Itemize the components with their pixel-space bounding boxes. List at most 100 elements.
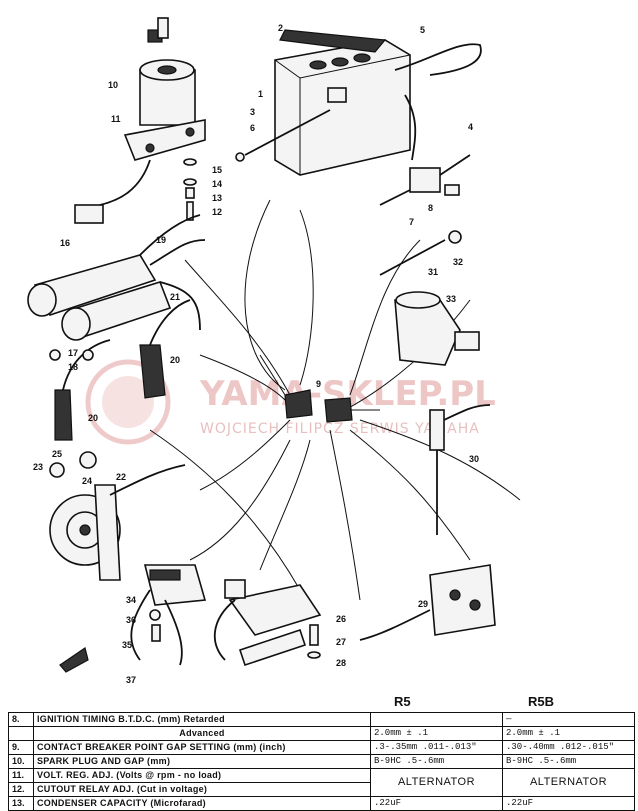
callout-20-lower: 20 — [88, 413, 98, 423]
row-number: 12. — [8, 782, 34, 797]
guide-lines — [149, 199, 521, 601]
callout-27: 27 — [336, 637, 346, 647]
callout-4: 4 — [468, 122, 473, 132]
row-r5: 2.0mm ± .1 — [370, 726, 503, 741]
part-32-icon — [448, 230, 462, 244]
row-r5: .3-.35mm .011-.013" — [370, 740, 503, 755]
callout-17: 17 — [68, 348, 78, 358]
ignition-harness — [99, 159, 151, 206]
callout-36: 36 — [126, 615, 136, 625]
spec-table-header: R5 R5B — [8, 688, 630, 712]
table-row: 13. CONDENSER CAPACITY (Microfarad) .22u… — [8, 796, 635, 811]
electrical-parts-diagram: YAMA-SKLEP.PL WOJCIECH FILIPCZ SERWIS YA… — [27, 17, 521, 685]
callout-29: 29 — [418, 599, 428, 609]
row-item: CUTOUT RELAY ADJ. (Cut in voltage) — [33, 782, 371, 797]
row-number: 8. — [8, 712, 34, 727]
battery-cable-4 — [404, 94, 417, 161]
callout-23: 23 — [33, 462, 43, 472]
table-row: 11. VOLT. REG. ADJ. (Volts @ rpm - no lo… — [8, 768, 635, 797]
callout-19: 19 — [156, 235, 166, 245]
row-r5b: .22uF — [502, 796, 635, 811]
battery — [274, 29, 411, 176]
row-item: CONTACT BREAKER POINT GAP SETTING (mm) (… — [33, 740, 371, 755]
horn-leads — [109, 464, 186, 496]
table-row: 12. CUTOUT RELAY ADJ. (Cut in voltage) — [8, 782, 635, 797]
watermark-subtitle: WOJCIECH FILIPCZ SERWIS YAMAHA — [200, 421, 480, 437]
table-row: 10. SPARK PLUG AND GAP (mm) B-9HC .5-.6m… — [8, 754, 635, 769]
rectifier-leads — [213, 599, 236, 661]
callout-9: 9 — [316, 379, 321, 389]
column-r5: R5 — [394, 694, 411, 709]
row-item: Advanced — [33, 726, 371, 741]
rectifier-unit — [224, 579, 322, 667]
nut-icon — [82, 349, 94, 361]
part-29-leads — [359, 609, 431, 641]
callout-31: 31 — [428, 267, 438, 277]
callout-12: 12 — [212, 207, 222, 217]
row-number: 13. — [8, 796, 34, 811]
callout-35: 35 — [122, 640, 132, 650]
column-r5b: R5B — [528, 694, 555, 709]
callout-18: 18 — [68, 362, 78, 372]
table-row: 8. IGNITION TIMING B.T.D.C. (mm) Retarde… — [8, 712, 635, 727]
callout-2: 2 — [278, 23, 283, 33]
callout-5: 5 — [420, 25, 425, 35]
ignition-connector — [74, 204, 104, 224]
callout-8: 8 — [428, 203, 433, 213]
part-33 — [394, 291, 480, 366]
row-r5b: — — [502, 712, 635, 727]
callout-13: 13 — [212, 193, 222, 203]
callout-30: 30 — [469, 454, 479, 464]
callout-33: 33 — [446, 294, 456, 304]
callout-37: 37 — [126, 675, 136, 685]
row-number: 9. — [8, 740, 34, 755]
callout-25: 25 — [52, 449, 62, 459]
callout-1: 1 — [258, 89, 263, 99]
plug-caps — [54, 299, 191, 441]
spec-rows: 8. IGNITION TIMING B.T.D.C. (mm) Retarde… — [8, 712, 635, 811]
coil-wire — [159, 281, 201, 331]
row-r5: B-9HC .5-.6mm — [370, 754, 503, 769]
part-29 — [429, 564, 496, 636]
part-7-8 — [379, 154, 471, 206]
battery-cable-6 — [244, 109, 331, 156]
callout-labels: 1 2 3 4 5 6 7 8 9 10 11 12 13 14 15 16 1… — [33, 23, 479, 685]
callout-26: 26 — [336, 614, 346, 624]
cable-terminal-icon — [235, 152, 245, 162]
row-r5b: 2.0mm ± .1 — [502, 726, 635, 741]
callout-6: 6 — [250, 123, 255, 133]
callout-20-upper: 20 — [170, 355, 180, 365]
row-r5b: .30-.40mm .012-.015" — [502, 740, 635, 755]
washer-icon — [49, 349, 61, 361]
battery-cable-negative — [394, 43, 482, 76]
callout-16: 16 — [60, 238, 70, 248]
forward-arrow-icon — [59, 647, 89, 673]
center-junction — [259, 354, 380, 423]
row-r5: .22uF — [370, 796, 503, 811]
callout-7: 7 — [409, 217, 414, 227]
callout-3: 3 — [250, 107, 255, 117]
screw-35-icon — [151, 624, 161, 642]
callout-14: 14 — [212, 179, 222, 189]
coil-leads — [139, 214, 206, 266]
callout-21: 21 — [170, 292, 180, 302]
voltage-regulator — [143, 564, 207, 606]
part-30 — [429, 404, 491, 535]
row-r5 — [370, 712, 503, 727]
table-row: Advanced 2.0mm ± .1 2.0mm ± .1 — [8, 726, 635, 741]
callout-32: 32 — [453, 257, 463, 267]
row-r5b: B-9HC .5-.6mm — [502, 754, 635, 769]
row-item: IGNITION TIMING B.T.D.C. (mm) Retarded — [33, 712, 371, 727]
callout-22: 22 — [116, 472, 126, 482]
watermark: YAMA-SKLEP.PL WOJCIECH FILIPCZ SERWIS YA… — [85, 359, 496, 445]
callout-15: 15 — [212, 165, 222, 175]
row-number: 10. — [8, 754, 34, 769]
spec-table: R5 R5B 8. IGNITION TIMING B.T.D.C. (mm) … — [8, 688, 635, 811]
screw-27-icon — [309, 624, 319, 646]
row-r5: ALTERNATOR — [370, 768, 503, 797]
regulator-leads — [130, 589, 183, 666]
ignition-coils — [27, 254, 172, 341]
washer-36-icon — [149, 609, 161, 621]
row-item: VOLT. REG. ADJ. (Volts @ rpm - no load) — [33, 768, 371, 783]
row-item: SPARK PLUG AND GAP (mm) — [33, 754, 371, 769]
